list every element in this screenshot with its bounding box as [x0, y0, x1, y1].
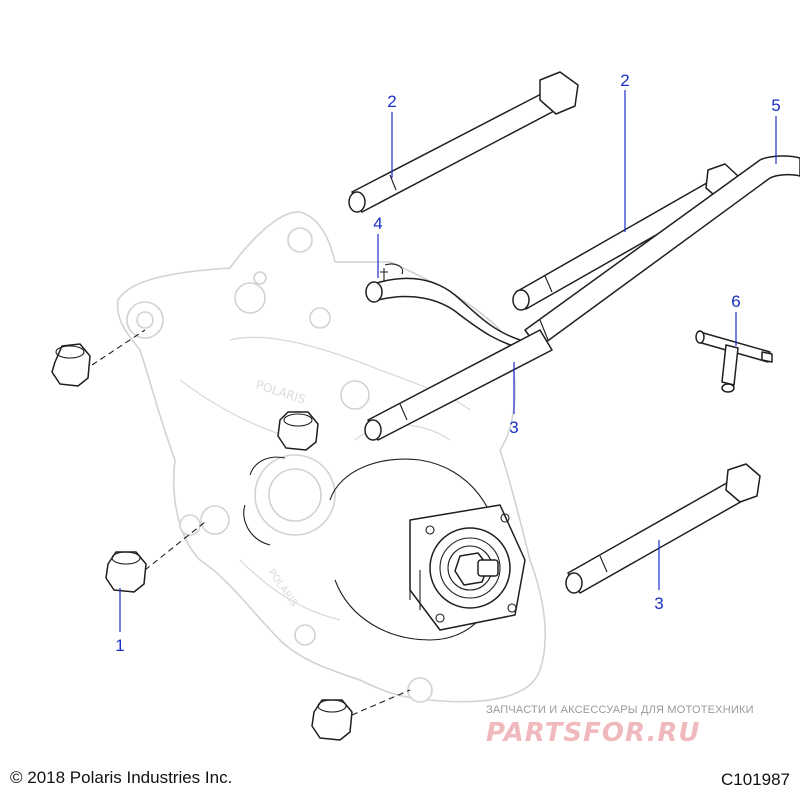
copyright-notice: © 2018 Polaris Industries Inc. — [10, 768, 233, 787]
callout-3-middle: 3 — [509, 418, 518, 437]
callout-2-right: 2 — [620, 71, 629, 90]
watermark: ЗАПЧАСТИ И АКСЕССУАРЫ ДЛЯ МОТОТЕХНИКИ PA… — [486, 704, 780, 748]
nut-lower-left — [105, 521, 206, 593]
nut-middle — [277, 411, 319, 451]
transmission-housing: POLARIS POLARIS — [116, 211, 546, 703]
watermark-brand: PARTSFOR.RU — [486, 718, 701, 748]
bolt-upper-left — [348, 71, 579, 213]
tube-5 — [524, 155, 800, 349]
callout-5: 5 — [771, 96, 780, 115]
watermark-tagline: ЗАПЧАСТИ И АКСЕССУАРЫ ДЛЯ МОТОТЕХНИКИ — [486, 704, 754, 716]
t-fitting — [695, 330, 773, 393]
callout-leaders — [119, 90, 777, 632]
callout-2-left: 2 — [387, 92, 396, 111]
output-flange — [243, 456, 526, 641]
bolt-lower-right — [565, 463, 761, 594]
bolt-middle — [364, 329, 553, 441]
callout-3-lower: 3 — [654, 594, 663, 613]
callout-1: 1 — [115, 636, 124, 655]
nut-upper-left — [51, 329, 146, 387]
callout-4: 4 — [373, 214, 382, 233]
nut-bottom — [311, 689, 411, 741]
figure-code: C101987 — [720, 770, 790, 789]
callout-labels: 2 2 5 4 6 3 3 1 — [115, 71, 780, 655]
callout-6: 6 — [731, 292, 740, 311]
